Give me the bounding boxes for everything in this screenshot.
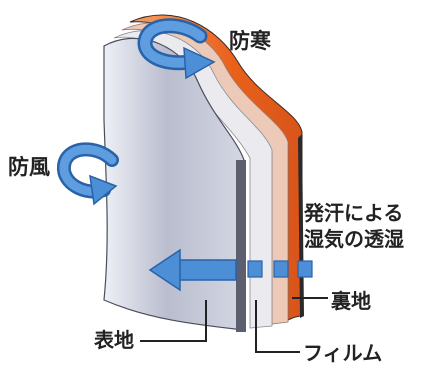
wind-swirl-left-icon — [57, 142, 119, 206]
label-lining: 裏地 — [331, 289, 371, 313]
label-windproof: 防風 — [8, 155, 50, 179]
label-moisture-line1: 発汗による — [304, 201, 404, 225]
label-outer-fabric: 表地 — [94, 328, 134, 352]
leader-line-outer — [140, 300, 207, 342]
moisture-arrow-icon — [148, 248, 237, 292]
moisture-square-icon — [247, 260, 263, 278]
outer-fabric-edge — [236, 160, 246, 332]
leader-line-film — [255, 300, 300, 353]
label-windproof-cold: 防寒 — [229, 29, 271, 53]
label-film: フィルム — [303, 341, 383, 365]
label-moisture-line2: 湿気の透湿 — [304, 227, 404, 251]
label-moisture-permeability: 発汗による 湿気の透湿 — [304, 200, 404, 252]
wind-swirl-top-icon — [137, 18, 216, 80]
moisture-square-icon — [297, 260, 313, 278]
moisture-square-icon — [273, 260, 289, 278]
